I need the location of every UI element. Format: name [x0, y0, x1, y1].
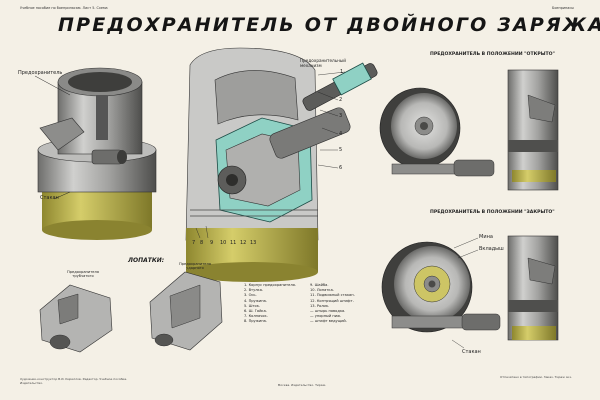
num-12: 12	[240, 240, 247, 246]
label-stop-right: Стакан	[462, 349, 481, 355]
footer-center: Москва. Издательство. Тираж.	[277, 383, 327, 387]
footer-left: Художник-конструктор В.И. Кириллов. Реда…	[20, 377, 128, 385]
legend-item: 9. Шайба.	[310, 283, 329, 287]
num-8: 8	[200, 240, 204, 246]
num-3: 3	[339, 113, 343, 119]
top-right-note: Боеприпасы	[552, 6, 574, 10]
legend-item: 6. Ш. Гайка.	[244, 309, 267, 314]
cutaway-drawing	[185, 47, 378, 282]
label-fuse-left: Предохранитель	[18, 70, 63, 76]
legend-item: 12. Контрящий штифт.	[310, 298, 354, 303]
blade-impact-drawing	[149, 271, 223, 351]
label-blade-pipe: Предохранителя трубчатого	[67, 270, 99, 279]
legend-item: — штифт ведущий.	[310, 319, 347, 324]
legend-item: 7. Колпачок.	[244, 314, 268, 319]
legend-item: 13. Ролик.	[310, 303, 330, 308]
num-13: 13	[250, 240, 257, 246]
num-11: 11	[230, 240, 237, 246]
closed-position-drawing	[381, 235, 559, 341]
label-trunk: Вкладыш	[479, 246, 504, 252]
legend-column-2: 9. Шайба. 10. Лопатка. 11. Подвижный ста…	[310, 283, 380, 325]
num-6: 6	[339, 165, 343, 171]
num-10: 10	[220, 240, 227, 246]
poster-title: ПРЕДОХРАНИТЕЛЬ ОТ ДВОЙНОГО ЗАРЯЖАНИЯ	[58, 14, 600, 36]
num-4: 4	[339, 131, 343, 137]
num-1: 1	[340, 69, 344, 75]
footer-right: Отпечатано в типографии. Заказ. Тираж эк…	[500, 375, 572, 379]
legend-item: 5. Шток.	[244, 303, 261, 308]
fuse-left-drawing	[37, 67, 157, 240]
blade-pipe-drawing	[39, 284, 113, 353]
label-open-title: ПРЕДОХРАНИТЕЛЬ В ПОЛОЖЕНИИ "ОТКРЫТО"	[430, 52, 555, 57]
legend-item: — упорный ниж.	[310, 314, 342, 319]
label-stop-left: Стакан	[40, 195, 59, 201]
label-mechanism: Предохранительный механизм	[300, 58, 346, 68]
open-position-drawing	[379, 69, 559, 191]
legend-item: 3. Ось.	[244, 293, 257, 298]
label-blade-impact: Предохранителя ударного	[179, 262, 211, 271]
legend-item: 11. Подвижный стакан.	[310, 293, 355, 298]
legend-column-1: 1. Корпус предохранителя. 2. Втулка. 3. …	[244, 283, 308, 325]
label-mine: Мина	[479, 234, 493, 240]
num-9: 9	[210, 240, 214, 246]
num-5: 5	[339, 147, 343, 153]
legend-item: 4. Пружина.	[244, 298, 267, 303]
legend-item: — штырь поводка.	[310, 309, 346, 314]
legend-item: 2. Втулка.	[244, 288, 264, 293]
num-2: 2	[339, 97, 343, 103]
legend-item: 8. Пружина.	[244, 319, 267, 324]
num-7: 7	[192, 240, 196, 246]
top-left-note: Учебное пособие по боеприпасам. Лист 5. …	[20, 6, 108, 10]
label-blades-title: ЛОПАТКИ:	[128, 257, 165, 264]
legend-item: 1. Корпус предохранителя.	[244, 283, 296, 287]
legend-item: 10. Лопатка.	[310, 288, 334, 293]
label-closed-title: ПРЕДОХРАНИТЕЛЬ В ПОЛОЖЕНИИ "ЗАКРЫТО"	[430, 210, 555, 215]
